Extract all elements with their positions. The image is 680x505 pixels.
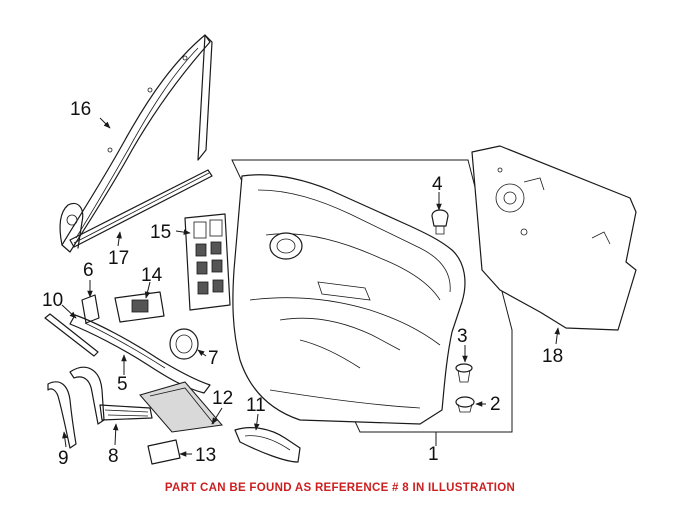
part-8-handle-assembly: [69, 366, 153, 425]
part-16-pillar-trim: [59, 34, 213, 253]
callout-17: 17: [108, 248, 129, 269]
part-17-seal-strip: [69, 169, 213, 248]
part-5-armrest-trim: [69, 314, 211, 394]
part-2-fastener: [455, 396, 475, 413]
callout-3: 3: [457, 326, 468, 347]
leader-lines: [61, 117, 560, 457]
callout-2: 2: [490, 394, 501, 415]
part-7-speaker-grille: [169, 328, 199, 360]
callout-12: 12: [212, 388, 233, 409]
callout-4: 4: [432, 174, 443, 195]
callout-11: 11: [246, 395, 266, 416]
part-1-door-panel: [232, 174, 466, 425]
callout-labels: 1 2 3 4 5 6 7 8 9 10 11 12 13 14 15 16 1…: [42, 99, 563, 469]
part-14-switch: [114, 291, 165, 323]
part-15-window-switch: [184, 213, 231, 311]
callout-9: 9: [58, 448, 69, 469]
footer-note: PART CAN BE FOUND AS REFERENCE # 8 IN IL…: [164, 482, 516, 494]
callout-13: 13: [195, 445, 216, 466]
callout-15: 15: [150, 222, 171, 243]
part-10-strip: [44, 313, 99, 357]
part-4-clip: [431, 209, 449, 235]
callout-8: 8: [108, 446, 119, 467]
part-12-lower-trim: [139, 381, 223, 433]
callout-10: 10: [42, 290, 63, 311]
callout-5: 5: [117, 374, 128, 395]
part-11-door-pocket: [234, 427, 301, 463]
callout-16: 16: [70, 99, 91, 120]
callout-1: 1: [428, 444, 439, 465]
part-18-vapor-barrier: [471, 145, 637, 331]
part-13-cover: [147, 439, 181, 465]
callout-14: 14: [141, 265, 163, 286]
part-3-screw: [455, 363, 473, 383]
callout-6: 6: [83, 260, 94, 281]
part-9-pull-handle: [47, 381, 77, 449]
callout-18: 18: [542, 346, 563, 367]
callout-7: 7: [208, 348, 219, 369]
